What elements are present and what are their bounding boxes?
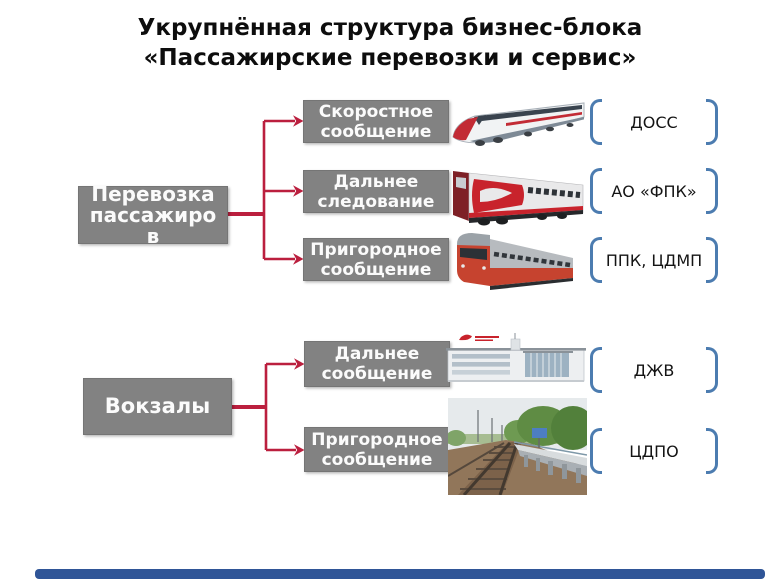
org-ppk-tsdmp: ППК, ЦДМП	[590, 237, 718, 283]
root-box-passenger-transport: Перевозка пассажиро в	[78, 183, 228, 246]
railway-platform-image	[448, 398, 587, 495]
org-tsdpo: ЦДПО	[590, 428, 718, 474]
org-fpk: АО «ФПК»	[590, 168, 718, 214]
org-label-tsdpo: ЦДПО	[629, 441, 679, 461]
org-doss: ДОСС	[590, 99, 718, 145]
left-bracket-icon	[590, 347, 602, 393]
left-bracket-icon	[590, 237, 602, 283]
org-label-ppk-tsdmp: ППК, ЦДМП	[605, 250, 703, 270]
right-bracket-icon	[706, 168, 718, 214]
org-label-dzhv: ДЖВ	[633, 360, 675, 380]
high-speed-train-image	[448, 96, 588, 152]
org-label-fpk: АО «ФПК»	[611, 181, 697, 201]
left-bracket-icon	[590, 168, 602, 214]
root-box-stations: Вокзалы	[83, 378, 232, 435]
child-box-long-distance-stations: Дальнее сообщение	[304, 341, 450, 387]
child-box-suburban-service: Пригородное сообщение	[303, 238, 449, 281]
right-bracket-icon	[706, 99, 718, 145]
page-title: Укрупнённая структура бизнес-блока «Пасс…	[0, 13, 780, 73]
right-bracket-icon	[706, 347, 718, 393]
right-bracket-icon	[706, 237, 718, 283]
page-title-line2: «Пассажирские перевозки и сервис»	[143, 45, 637, 71]
station-building-image	[445, 333, 587, 388]
left-bracket-icon	[590, 99, 602, 145]
left-bracket-icon	[590, 428, 602, 474]
org-label-doss: ДОСС	[630, 112, 678, 132]
org-dzhv: ДЖВ	[590, 347, 718, 393]
page-title-line1: Укрупнённая структура бизнес-блока	[137, 15, 643, 41]
long-distance-train-image	[450, 157, 586, 228]
child-box-suburban-stations: Пригородное сообщение	[304, 427, 450, 472]
right-bracket-icon	[706, 428, 718, 474]
footer-bar	[35, 569, 765, 579]
child-box-high-speed-service: Скоростное сообщение	[303, 100, 449, 143]
suburban-train-image	[448, 226, 575, 291]
child-box-long-distance-service: Дальнее следование	[303, 170, 449, 213]
